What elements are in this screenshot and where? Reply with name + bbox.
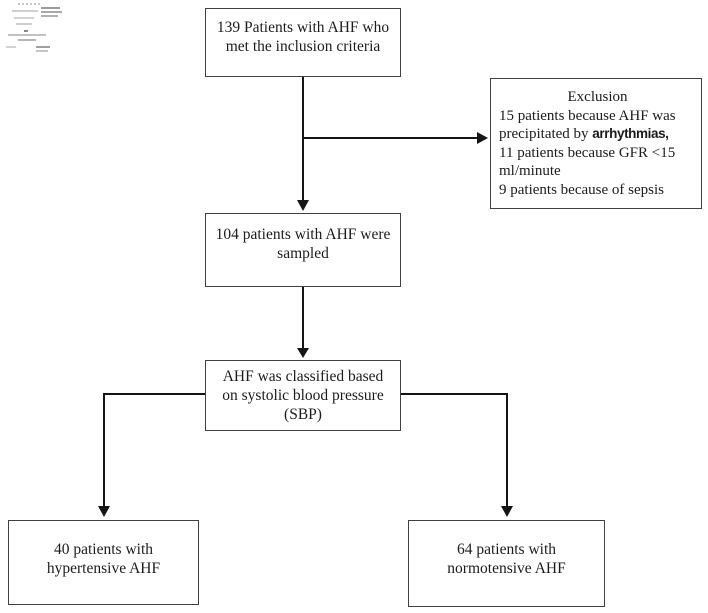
node-enrolled-text: 139 Patients with AHF who met the inclus… — [216, 19, 390, 55]
arrow-classified-to-normotensive — [401, 393, 513, 517]
node-classification-text: AHF was classified based on systolic blo… — [222, 368, 384, 423]
node-hypertensive: 40 patients with hypertensive AHF — [8, 520, 199, 605]
arrow-to-exclusion — [303, 132, 488, 144]
exclusion-line-2: precipitated by arrhythmias, — [499, 125, 696, 144]
node-exclusion: Exclusion 15 patients because AHF was pr… — [490, 78, 702, 209]
exclusion-line-4: ml/minute — [499, 163, 561, 179]
exclusion-line-5: 9 patients because of sepsis — [499, 181, 664, 198]
node-enrolled-patients: 139 Patients with AHF who met the inclus… — [205, 8, 401, 77]
exclusion-line-2-emphasis: arrhythmias, — [592, 126, 669, 141]
exclusion-title: Exclusion — [567, 89, 628, 105]
node-sampled-patients: 104 patients with AHF were sampled — [205, 213, 401, 287]
exclusion-line-1: 15 patients because AHF was — [499, 107, 676, 124]
node-normotensive-text: 64 patients with normotensive AHF — [447, 541, 566, 577]
node-normotensive: 64 patients with normotensive AHF — [408, 520, 605, 607]
exclusion-line-2-prefix: precipitated by — [499, 126, 593, 142]
node-hypertensive-text: 40 patients with hypertensive AHF — [46, 541, 161, 577]
exclusion-line-3: 11 patients because GFR <15 — [499, 144, 676, 161]
corner-artifact-thumbnail — [6, 3, 62, 52]
arrow-enrolled-to-sampled — [297, 77, 309, 211]
node-classification: AHF was classified based on systolic blo… — [205, 360, 401, 431]
arrow-classified-to-hypertensive — [98, 393, 205, 517]
node-sampled-text: 104 patients with AHF were sampled — [215, 226, 391, 262]
arrow-sampled-to-classified — [297, 287, 309, 358]
